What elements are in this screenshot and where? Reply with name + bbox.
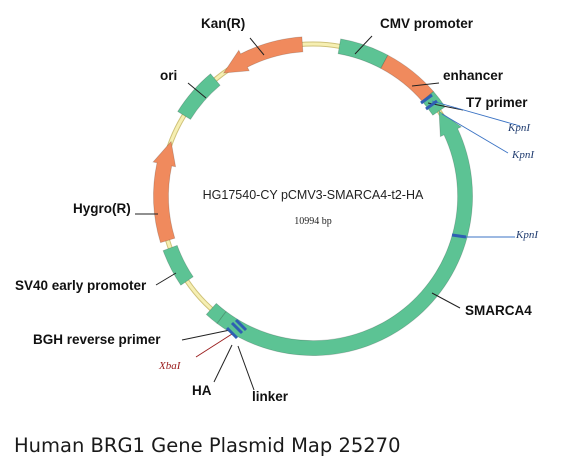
cmv-leader bbox=[354, 35, 373, 55]
kan-segment bbox=[222, 36, 304, 74]
map-caption: Human BRG1 Gene Plasmid Map 25270 bbox=[14, 434, 401, 457]
xba-label: XbaI bbox=[158, 360, 182, 372]
ha-tick bbox=[230, 321, 244, 335]
xba-line bbox=[195, 333, 233, 358]
bgh-leader bbox=[181, 329, 231, 341]
t7-tick-a bbox=[420, 93, 433, 105]
kpn2-label: KpnI bbox=[511, 149, 535, 161]
cmv-promoter-segment bbox=[337, 38, 389, 69]
sv40-label: SV40 early promoter bbox=[15, 278, 147, 293]
cmv-label: CMV promoter bbox=[380, 16, 474, 31]
kpn3-label: KpnI bbox=[515, 229, 539, 241]
site-lines bbox=[431, 100, 521, 238]
bgh-label: BGH reverse primer bbox=[33, 332, 161, 347]
hygro-label: Hygro(R) bbox=[73, 201, 131, 216]
ori-label: ori bbox=[160, 68, 177, 83]
plasmid-size: 10994 bp bbox=[294, 216, 332, 227]
smarca4-segment bbox=[216, 110, 473, 356]
kpn3-tick bbox=[451, 233, 467, 239]
enhancer-leader bbox=[411, 82, 440, 87]
ori-segment bbox=[177, 73, 221, 120]
sv40-promoter-segment bbox=[162, 244, 194, 286]
t7-label: T7 primer bbox=[466, 95, 528, 110]
sv40-leader bbox=[155, 272, 177, 286]
enhancer-segment bbox=[380, 54, 434, 102]
kpn2-line bbox=[441, 113, 509, 154]
ha-segment bbox=[205, 302, 227, 324]
kpn1-line bbox=[431, 100, 521, 127]
hygro-segment bbox=[152, 140, 177, 244]
kan-leader bbox=[249, 37, 265, 56]
site-ticks bbox=[225, 93, 467, 340]
linker-tick bbox=[234, 318, 248, 332]
kan-label: Kan(R) bbox=[201, 16, 245, 31]
ori-leader bbox=[187, 82, 207, 99]
smarca4-leader bbox=[431, 292, 461, 309]
bgh-tick bbox=[225, 326, 239, 340]
kpn1-label: KpnI bbox=[507, 122, 531, 134]
ha-leader bbox=[213, 344, 233, 383]
plasmid-name: HG17540-CY pCMV3-SMARCA4-t2-HA bbox=[203, 188, 424, 202]
enhancer-label: enhancer bbox=[443, 68, 504, 83]
smarca4-label: SMARCA4 bbox=[465, 303, 532, 318]
linker-leader bbox=[237, 345, 255, 391]
ha-label: HA bbox=[192, 383, 212, 398]
linker-label: linker bbox=[252, 389, 289, 404]
t7-tick-b bbox=[425, 99, 438, 111]
leader-lines bbox=[135, 35, 464, 391]
feature-layer bbox=[152, 36, 473, 356]
